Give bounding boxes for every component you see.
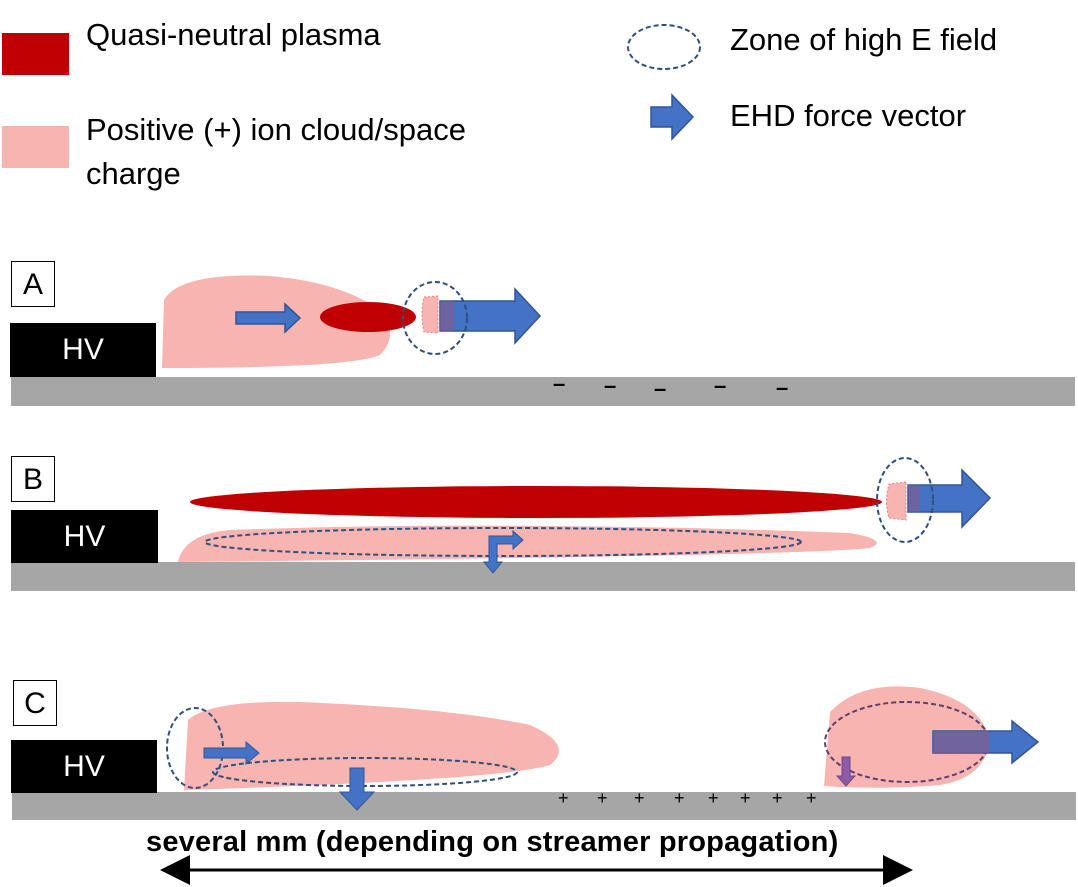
surface-charge-positive: + bbox=[708, 788, 719, 808]
surface-charge-positive: + bbox=[558, 788, 569, 808]
panel-a-label: A bbox=[11, 261, 55, 307]
panel-c bbox=[11, 686, 1076, 820]
ehd-arrow-c-small-down bbox=[835, 756, 857, 787]
high-field-zone-a bbox=[402, 281, 468, 355]
ehd-arrow-c-down bbox=[338, 767, 376, 811]
legend-ehd-arrow-icon bbox=[650, 93, 695, 141]
plasma-b bbox=[190, 486, 882, 518]
legend-plasma-swatch bbox=[2, 33, 69, 75]
surface-charge-negative: – bbox=[604, 373, 617, 398]
ehd-arrow-a1 bbox=[235, 302, 302, 334]
surface-charge-positive: + bbox=[772, 788, 783, 808]
high-field-zone-c-surface bbox=[212, 757, 518, 787]
hv-label-b: HV bbox=[63, 520, 106, 553]
legend-plasma-label: Quasi-neutral plasma bbox=[86, 17, 381, 52]
legend-high-field-label: Zone of high E field bbox=[730, 22, 998, 57]
plasma-a bbox=[320, 302, 416, 332]
legend-ion-cloud-swatch bbox=[2, 126, 69, 168]
ion-front-b bbox=[886, 481, 907, 521]
surface-charge-negative: – bbox=[654, 376, 667, 401]
surface-charge-positive: + bbox=[740, 788, 751, 808]
panel-c-label: C bbox=[13, 680, 57, 726]
overlap-a bbox=[440, 301, 454, 331]
hv-label-c: HV bbox=[63, 750, 105, 783]
panel-b bbox=[11, 457, 1075, 591]
dielectric-surface-c bbox=[12, 792, 1076, 820]
hv-electrode-b bbox=[11, 510, 158, 563]
ehd-arrow-a2 bbox=[439, 287, 542, 345]
high-field-zone-b bbox=[876, 457, 934, 543]
ehd-arrow-b-turn bbox=[482, 529, 524, 574]
legend-ion-cloud-label-line1: Positive (+) ion cloud/space bbox=[86, 112, 466, 147]
ion-cloud-c-left bbox=[184, 701, 559, 790]
surface-charge-positive: + bbox=[806, 788, 817, 808]
dielectric-surface-a bbox=[11, 377, 1075, 406]
ion-cloud-c-right bbox=[824, 686, 990, 788]
hv-label-a: HV bbox=[62, 333, 104, 366]
overlap-c bbox=[933, 731, 989, 753]
high-field-zone-b-surface bbox=[204, 527, 802, 557]
surface-charge-positive: + bbox=[634, 788, 645, 808]
overlap-b bbox=[908, 485, 920, 512]
panel-a bbox=[10, 275, 1075, 406]
surface-charge-positive: + bbox=[674, 788, 685, 808]
ion-front-a bbox=[421, 295, 439, 334]
ehd-arrow-c1 bbox=[203, 740, 260, 766]
surface-charge-negative: – bbox=[776, 375, 789, 400]
surface-charge-negative: – bbox=[714, 373, 727, 398]
hv-electrode-a bbox=[10, 323, 156, 377]
ehd-arrow-b bbox=[907, 468, 992, 529]
span-caption: several mm (depending on streamer propag… bbox=[146, 826, 839, 858]
legend-ion-cloud-label-line2: charge bbox=[86, 156, 181, 191]
legend-ehd-label: EHD force vector bbox=[730, 98, 967, 133]
surface-charge-positive: + bbox=[597, 788, 608, 808]
dielectric-surface-b bbox=[11, 562, 1075, 591]
surface-charge-negative: – bbox=[553, 371, 566, 396]
legend-high-field-icon bbox=[627, 24, 701, 70]
hv-electrode-c bbox=[11, 740, 157, 793]
panel-b-label: B bbox=[11, 456, 55, 502]
